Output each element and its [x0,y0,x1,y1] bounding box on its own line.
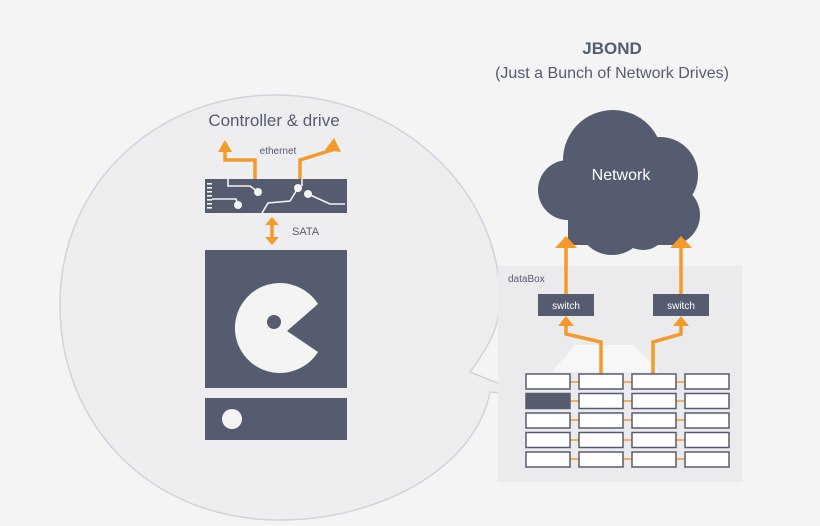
switch-right: switch [653,294,709,316]
network-cloud [538,110,700,255]
link-arrowhead-left [558,316,574,326]
drive-grid [525,373,730,468]
drive-slot-active [525,392,571,410]
drive-slot [525,451,571,468]
ethernet-label: ethernet [260,146,297,157]
drive-slot [525,373,571,390]
drive-slot [525,431,571,449]
light-beam [552,345,660,372]
ethernet-arrow-left [223,150,257,180]
bubble-heading: Controller & drive [208,111,339,130]
drive-slot [631,451,677,468]
drive-slot [684,451,730,468]
hard-drive-icon [205,250,347,440]
drive-slot [684,392,730,410]
uplink-arrow-right [670,236,692,294]
databox-label: dataBox [508,274,545,285]
drive-slot [684,431,730,449]
sata-label: SATA [292,226,320,238]
drive-links [564,324,683,376]
drive-slot [631,431,677,449]
drive-slot [525,412,571,429]
switch-left-label: switch [552,301,580,312]
drive-slot [578,392,624,410]
uplink-arrow-left [555,236,577,294]
title-line1: JBOND [582,39,642,58]
drive-slot [578,412,624,429]
sata-arrow [265,217,279,245]
drive-slot [631,412,677,429]
switch-left: switch [538,294,594,316]
drive-slot [578,451,624,468]
drive-slot [631,392,677,410]
network-label: Network [592,167,652,184]
drive-slot [684,373,730,390]
controller-board [205,179,347,214]
drive-slot [578,431,624,449]
switch-right-label: switch [667,301,695,312]
ethernet-arrowhead-left [218,140,232,152]
title-line2: (Just a Bunch of Network Drives) [495,65,729,82]
link-arrowhead-right [673,316,689,326]
drive-slot [631,373,677,390]
drive-slot [684,412,730,429]
ethernet-arrowhead-right [325,138,341,152]
drive-slot [578,373,624,390]
